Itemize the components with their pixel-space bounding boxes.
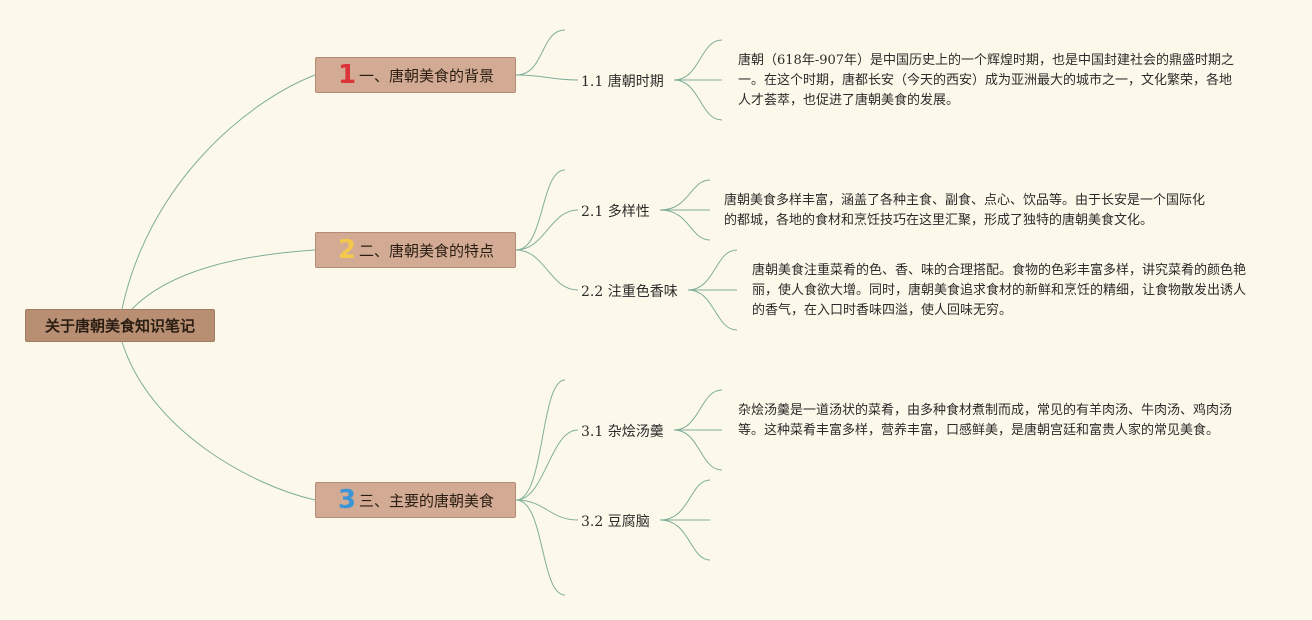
link-section-2-sub-2 xyxy=(515,249,579,291)
link-root-section-3 xyxy=(121,341,316,501)
link-sub-2-2-detail-top xyxy=(687,249,738,291)
section-2-number-icon: 2 xyxy=(337,235,357,265)
subtopic-1-1[interactable]: 1.1 唐朝时期 xyxy=(581,71,664,91)
link-sub-2-2-detail-bot xyxy=(687,289,738,331)
detail-1-1-text: 唐朝（618年-907年）是中国历史上的一个辉煌时期，也是中国封建社会的鼎盛时期… xyxy=(738,53,1235,108)
subtopic-3-2[interactable]: 3.2 豆腐脑 xyxy=(581,511,650,531)
root-topic[interactable]: 关于唐朝美食知识笔记 xyxy=(25,309,215,342)
section-1-topic[interactable]: 1 一、唐朝美食的背景 xyxy=(315,57,516,93)
subtopic-3-1[interactable]: 3.1 杂烩汤羹 xyxy=(581,421,664,441)
subtopic-2-2-label: 2.2 注重色香味 xyxy=(581,284,678,300)
section-1-number-icon: 1 xyxy=(337,60,357,90)
link-section-3-sub-1 xyxy=(515,429,579,501)
link-sub-3-1-detail-bot xyxy=(673,429,723,471)
detail-3-1-text: 杂烩汤羹是一道汤状的菜肴，由多种食材煮制而成，常见的有羊肉汤、牛肉汤、鸡肉汤等。… xyxy=(738,403,1233,438)
detail-1-1[interactable]: 唐朝（618年-907年）是中国历史上的一个辉煌时期，也是中国封建社会的鼎盛时期… xyxy=(738,51,1236,111)
detail-2-2[interactable]: 唐朝美食注重菜肴的色、香、味的合理搭配。食物的色彩丰富多样，讲究菜肴的颜色艳丽，… xyxy=(752,261,1246,321)
link-root-section-2 xyxy=(131,249,316,310)
detail-2-1[interactable]: 唐朝美食多样丰富，涵盖了各种主食、副食、点心、饮品等。由于长安是一个国际化的都城… xyxy=(724,191,1216,231)
subtopic-2-1-label: 2.1 多样性 xyxy=(581,204,650,220)
link-sub-3-2-detail-bot xyxy=(659,519,711,561)
subtopic-2-1[interactable]: 2.1 多样性 xyxy=(581,201,650,221)
section-3-number-icon: 3 xyxy=(337,485,357,515)
link-root-section-1 xyxy=(121,74,316,310)
detail-2-1-text: 唐朝美食多样丰富，涵盖了各种主食、副食、点心、饮品等。由于长安是一个国际化的都城… xyxy=(724,193,1206,228)
section-3-topic[interactable]: 3 三、主要的唐朝美食 xyxy=(315,482,516,518)
link-section-1-sub-1 xyxy=(515,74,579,81)
link-sub-1-1-detail-top xyxy=(673,39,723,81)
link-sub-3-1-detail-top xyxy=(673,389,723,431)
detail-2-2-text: 唐朝美食注重菜肴的色、香、味的合理搭配。食物的色彩丰富多样，讲究菜肴的颜色艳丽，… xyxy=(752,263,1247,318)
link-sub-3-2-detail-top xyxy=(659,479,711,521)
subtopic-3-1-label: 3.1 杂烩汤羹 xyxy=(581,424,664,440)
link-sub-1-1-detail-bot xyxy=(673,79,723,121)
link-section-2-branch-top xyxy=(515,169,566,251)
link-sub-2-1-detail-bot xyxy=(659,209,711,241)
section-3-label: 三、主要的唐朝美食 xyxy=(359,491,495,510)
link-section-3-branch-top xyxy=(515,379,566,501)
detail-3-1[interactable]: 杂烩汤羹是一道汤状的菜肴，由多种食材煮制而成，常见的有羊肉汤、牛肉汤、鸡肉汤等。… xyxy=(738,401,1232,441)
section-2-topic[interactable]: 2 二、唐朝美食的特点 xyxy=(315,232,516,268)
section-2-label: 二、唐朝美食的特点 xyxy=(359,241,495,260)
link-section-3-branch-bot xyxy=(515,499,566,596)
link-sub-2-1-detail-top xyxy=(659,179,711,211)
subtopic-2-2[interactable]: 2.2 注重色香味 xyxy=(581,281,678,301)
root-topic-label: 关于唐朝美食知识笔记 xyxy=(44,317,195,335)
link-section-3-sub-2 xyxy=(515,499,579,521)
subtopic-1-1-label: 1.1 唐朝时期 xyxy=(581,74,664,90)
section-1-label: 一、唐朝美食的背景 xyxy=(359,66,495,85)
subtopic-3-2-label: 3.2 豆腐脑 xyxy=(581,514,650,530)
link-section-2-sub-1 xyxy=(515,209,579,251)
link-section-1-branch-top xyxy=(515,29,566,76)
